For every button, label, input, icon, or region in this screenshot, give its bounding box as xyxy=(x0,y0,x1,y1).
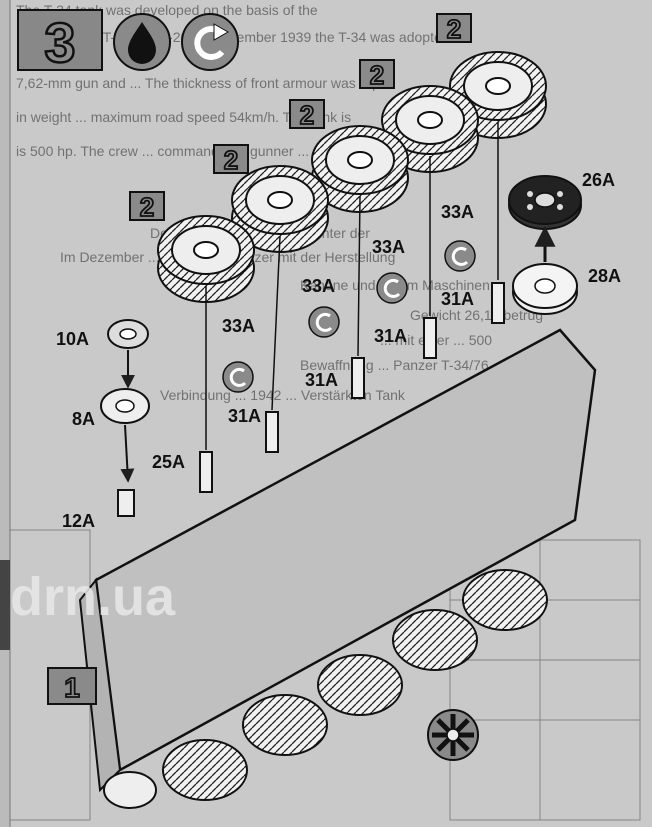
glue-drop-icon xyxy=(113,13,171,71)
rotate-icon xyxy=(308,306,340,338)
label-33a: 33A xyxy=(302,276,335,296)
quantity-badge: 2 xyxy=(359,59,395,91)
part-28a-hub xyxy=(512,263,578,315)
bg-text-line: Verbindung ... 1942 ... Verstärkten Tank xyxy=(160,387,406,403)
road-wheel-pair xyxy=(231,165,329,253)
label-33a: 33A xyxy=(222,316,255,336)
label-31a: 31A xyxy=(305,370,338,390)
road-wheel-pair xyxy=(157,215,255,303)
svg-text:3: 3 xyxy=(44,11,75,74)
svg-text:2: 2 xyxy=(224,145,238,175)
svg-text:2: 2 xyxy=(447,14,461,44)
step-number: 3 xyxy=(17,9,103,75)
rotate-icon xyxy=(444,240,476,272)
label-8a: 8A xyxy=(72,409,95,429)
bg-text-line: Bewaffnung ... Panzer T-34/76 xyxy=(300,357,489,373)
rotate-icon xyxy=(376,272,408,304)
rotate-icon xyxy=(181,13,239,71)
hull-bottom-plate xyxy=(78,328,597,793)
svg-text:1: 1 xyxy=(64,672,80,703)
reference-box: 1 xyxy=(47,667,97,705)
label-10a: 10A xyxy=(56,329,89,349)
bg-text-line: in weight ... maximum road speed 54km/h.… xyxy=(16,109,351,125)
label-26a: 26A xyxy=(582,170,615,190)
svg-text:2: 2 xyxy=(300,100,314,130)
quantity-badge: 2 xyxy=(289,99,325,131)
part-10a-idler xyxy=(107,319,149,349)
watermark: drn.ua xyxy=(10,567,176,627)
svg-text:2: 2 xyxy=(370,60,384,90)
bg-text-line: is 500 hp. The crew ... commander, a gun… xyxy=(16,143,321,159)
bg-text-line: Gewicht 26,1 t betrug xyxy=(410,307,543,323)
label-33a: 33A xyxy=(441,202,474,222)
quantity-badge: 2 xyxy=(436,13,472,45)
label-25a: 25A xyxy=(152,452,185,472)
rotate-icon xyxy=(222,361,254,393)
part-26a-sprocket xyxy=(508,175,582,230)
label-28a: 28A xyxy=(588,266,621,286)
suspension-arms xyxy=(199,282,505,493)
label-31a: 31A xyxy=(374,326,407,346)
svg-text:2: 2 xyxy=(140,192,154,222)
label-33a: 33A xyxy=(372,237,405,257)
label-31a: 31A xyxy=(441,289,474,309)
assembly-arrow xyxy=(120,424,135,483)
left-margin-strip xyxy=(0,0,11,827)
bg-text-line: 7,62-mm gun and ... The thickness of fro… xyxy=(16,75,391,91)
part-8a-wheel xyxy=(100,388,150,424)
quantity-badge: 2 xyxy=(129,191,165,223)
spline-detail-icon xyxy=(427,709,479,761)
label-12a: 12A xyxy=(62,511,95,531)
label-31a: 31A xyxy=(228,406,261,426)
quantity-badge: 2 xyxy=(213,144,249,176)
part-labels: 26A 28A 33A 33A 33A 33A 31A 31A 31A 31A … xyxy=(56,170,621,531)
part-12a-axle xyxy=(117,489,135,517)
road-wheel-pair xyxy=(311,125,409,213)
callout-lines xyxy=(205,122,499,450)
mounted-road-wheel xyxy=(103,569,548,809)
